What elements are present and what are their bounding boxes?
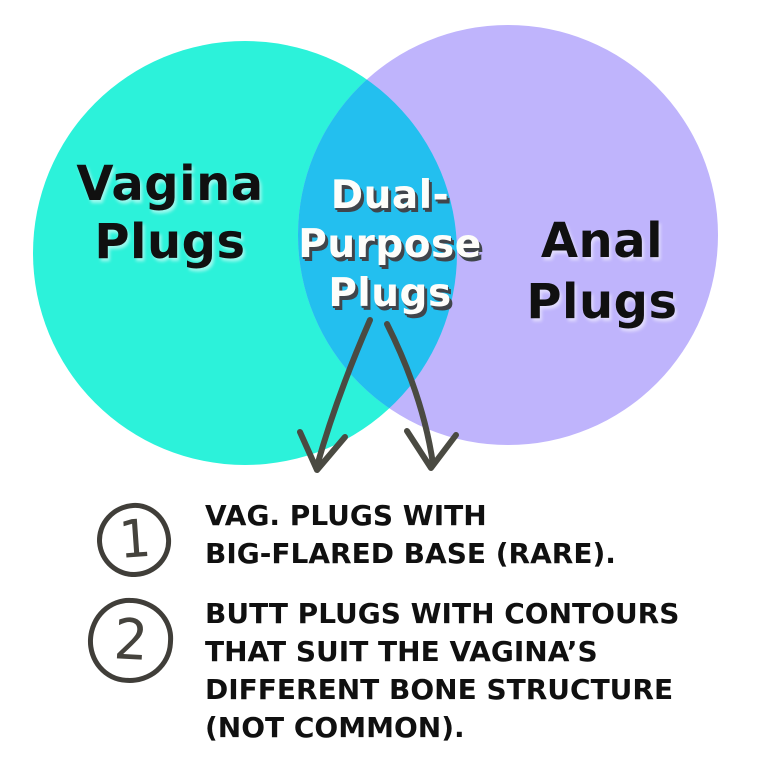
left-label-line: Vagina [76,156,264,212]
note-2-number: 2 [111,607,150,674]
note-text-line: BIG-FLARED BASE (RARE). [205,537,616,570]
note-2-text: BUTT PLUGS WITH CONTOURS THAT SUIT THE V… [205,595,679,747]
left-circle-label: Vagina Plugs [52,155,288,271]
right-label-line: Plugs [526,274,678,330]
right-label-line: Anal [540,213,664,269]
note-text-line: VAG. PLUGS WITH [205,499,487,532]
note-1-text: VAG. PLUGS WITH BIG-FLARED BASE (RARE). [205,497,616,573]
note-text-line: DIFFERENT BONE STRUCTURE [205,673,674,706]
note-text-line: (NOT COMMON). [205,711,465,744]
intersection-label-line: Purpose [298,222,482,267]
intersection-label: Dual- Purpose Plugs [268,171,512,318]
curved-arrow-left-icon [297,317,373,473]
note-text-line: BUTT PLUGS WITH CONTOURS [205,597,680,630]
note-text-line: THAT SUIT THE VAGINA’S [205,635,598,668]
right-circle-label: Anal Plugs [452,211,752,333]
left-label-line: Plugs [94,214,246,270]
curved-arrow-right-icon [384,321,459,471]
note-1-number: 1 [116,508,152,572]
intersection-label-line: Plugs [328,271,452,316]
intersection-label-line: Dual- [330,173,450,218]
